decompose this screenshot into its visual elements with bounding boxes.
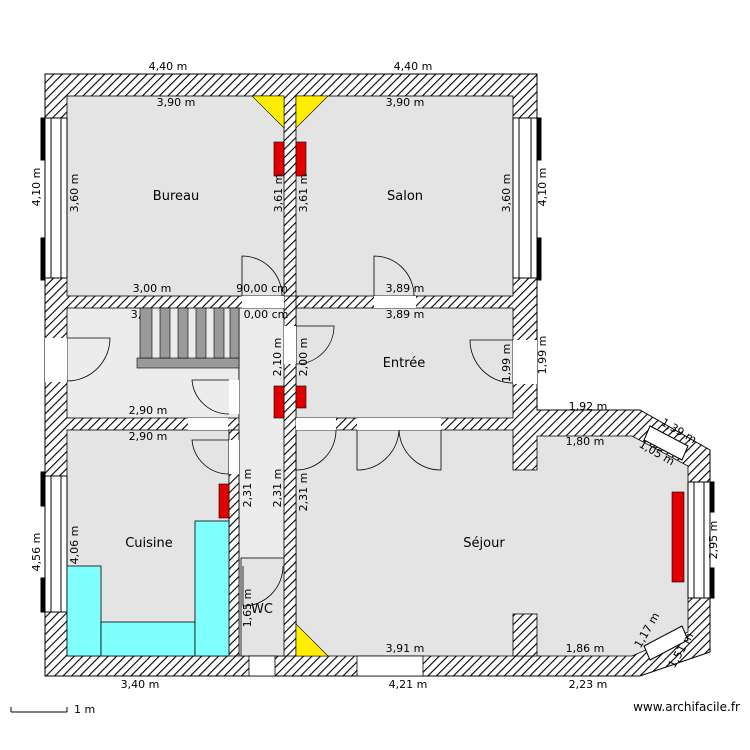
dim-right-outer-upper: 4,10 m — [536, 168, 549, 207]
dim-bureau-left: 3,60 m — [68, 174, 81, 213]
sejour-pillar — [512, 613, 538, 657]
dim-bureau-top: 3,90 m — [157, 96, 196, 109]
dim-sejour-bottom: 3,91 m — [386, 642, 425, 655]
dim-top-right-outer: 4,40 m — [394, 60, 433, 73]
dim-sejour-top-right: 1,80 m — [566, 435, 605, 448]
dim-bottom-mid-outer: 4,21 m — [389, 678, 428, 691]
room-labels: Bureau Salon Entrée Cuisine Séjour WC — [125, 189, 505, 617]
dim-bottom-right-outer: 2,23 m — [569, 678, 608, 691]
dim-sejour-bottom-right: 1,86 m — [566, 642, 605, 655]
radiators — [218, 141, 685, 583]
kitchen-counters — [66, 520, 230, 657]
dim-hall-vert-2: 2,00 m — [297, 338, 310, 377]
room-floors — [66, 95, 689, 657]
partition-wall-2 — [283, 295, 297, 657]
door-swings — [66, 255, 514, 607]
room-label-cuisine: Cuisine — [125, 536, 173, 551]
watermark: www.archifacile.fr — [633, 700, 740, 714]
dim-cuisine-top: 2,90 m — [129, 430, 168, 443]
windows — [40, 117, 715, 661]
bureau-floor — [66, 95, 285, 297]
dim-bottom-left-outer: 3,40 m — [121, 678, 160, 691]
dim-entree-top: 3,89 m — [386, 308, 425, 321]
dim-angle: 90,00 cm — [236, 282, 288, 295]
dim-salon-right: 3,60 m — [500, 174, 513, 213]
dim-wc-hall-1: 2,31 m — [241, 469, 254, 508]
dim-hall-small: 0,00 cm — [244, 308, 289, 321]
dim-wc-height: 1,65 m — [241, 589, 254, 628]
room-label-bureau: Bureau — [153, 189, 199, 204]
dimension-labels-vertical: 4,10 m 3,60 m 3,61 m 3,61 m 3,60 m 4,10 … — [30, 168, 720, 628]
dim-bureau-bottom: 3,00 m — [133, 282, 172, 295]
dim-bay-top: 1,92 m — [569, 400, 608, 413]
dim-top-left-outer: 4,40 m — [149, 60, 188, 73]
door-openings — [45, 296, 537, 677]
dim-salon-bottom: 3,89 m — [386, 282, 425, 295]
dim-stair-top: 3, — [131, 308, 142, 321]
dimension-labels-horizontal: 4,40 m 4,40 m 3,90 m 3,90 m 3,00 m 90,00… — [121, 60, 608, 691]
room-label-salon: Salon — [387, 189, 423, 204]
stairs — [136, 307, 240, 369]
dim-stair-bottom: 2,90 m — [129, 404, 168, 417]
dim-entree-right: 1,99 m — [500, 344, 513, 383]
dim-sejour-left: 2,31 m — [297, 473, 310, 512]
dim-salon-top: 3,90 m — [386, 96, 425, 109]
dim-salon-left: 3,61 m — [297, 174, 310, 213]
dim-entree-right-outer: 1,99 m — [536, 336, 549, 375]
dim-bay-right: 2,95 m — [707, 521, 720, 560]
dim-left-outer-lower: 4,56 m — [30, 533, 43, 572]
dim-cuisine-left: 4,06 m — [68, 526, 81, 565]
scale-label: 1 m — [74, 703, 95, 716]
dim-hall-vert-1: 2,10 m — [271, 338, 284, 377]
wc-floor — [240, 557, 286, 657]
scale-bar: 1 m — [10, 703, 95, 716]
dim-left-outer-upper: 4,10 m — [30, 168, 43, 207]
dim-wc-hall-2: 2,31 m — [271, 469, 284, 508]
room-label-wc: WC — [251, 602, 273, 617]
room-label-sejour: Séjour — [463, 536, 505, 551]
room-label-entree: Entrée — [383, 356, 426, 371]
dim-bureau-right: 3,61 m — [272, 174, 285, 213]
yellow-triangles — [251, 95, 329, 657]
salon-floor — [295, 95, 514, 297]
